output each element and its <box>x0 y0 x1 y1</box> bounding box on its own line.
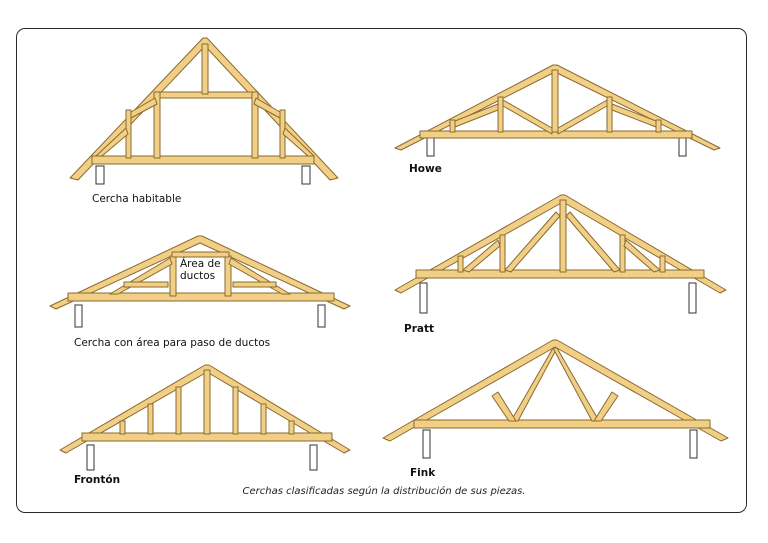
label-howe: Howe <box>409 163 442 175</box>
support-post <box>426 137 687 157</box>
truss-habitable <box>69 37 339 185</box>
truss-fink <box>382 339 729 459</box>
label-pratt: Pratt <box>404 323 434 335</box>
label-fronton: Frontón <box>74 474 121 486</box>
figure-caption: Cerchas clasificadas según la distribuci… <box>242 486 526 497</box>
label-fink: Fink <box>410 467 436 479</box>
label-ductos: Cercha con área para paso de ductos <box>74 337 271 349</box>
truss-ductos <box>49 235 351 328</box>
support-post <box>86 444 318 471</box>
truss-howe <box>394 64 721 157</box>
truss-pratt <box>394 194 727 314</box>
label-habitable: Cercha habitable <box>92 193 182 205</box>
support-post <box>419 282 697 314</box>
label-area-ductos: Área de ductos <box>180 258 221 282</box>
support-post <box>422 429 698 459</box>
support-post <box>74 304 326 328</box>
support-post <box>95 165 311 185</box>
truss-fronton <box>59 364 351 471</box>
